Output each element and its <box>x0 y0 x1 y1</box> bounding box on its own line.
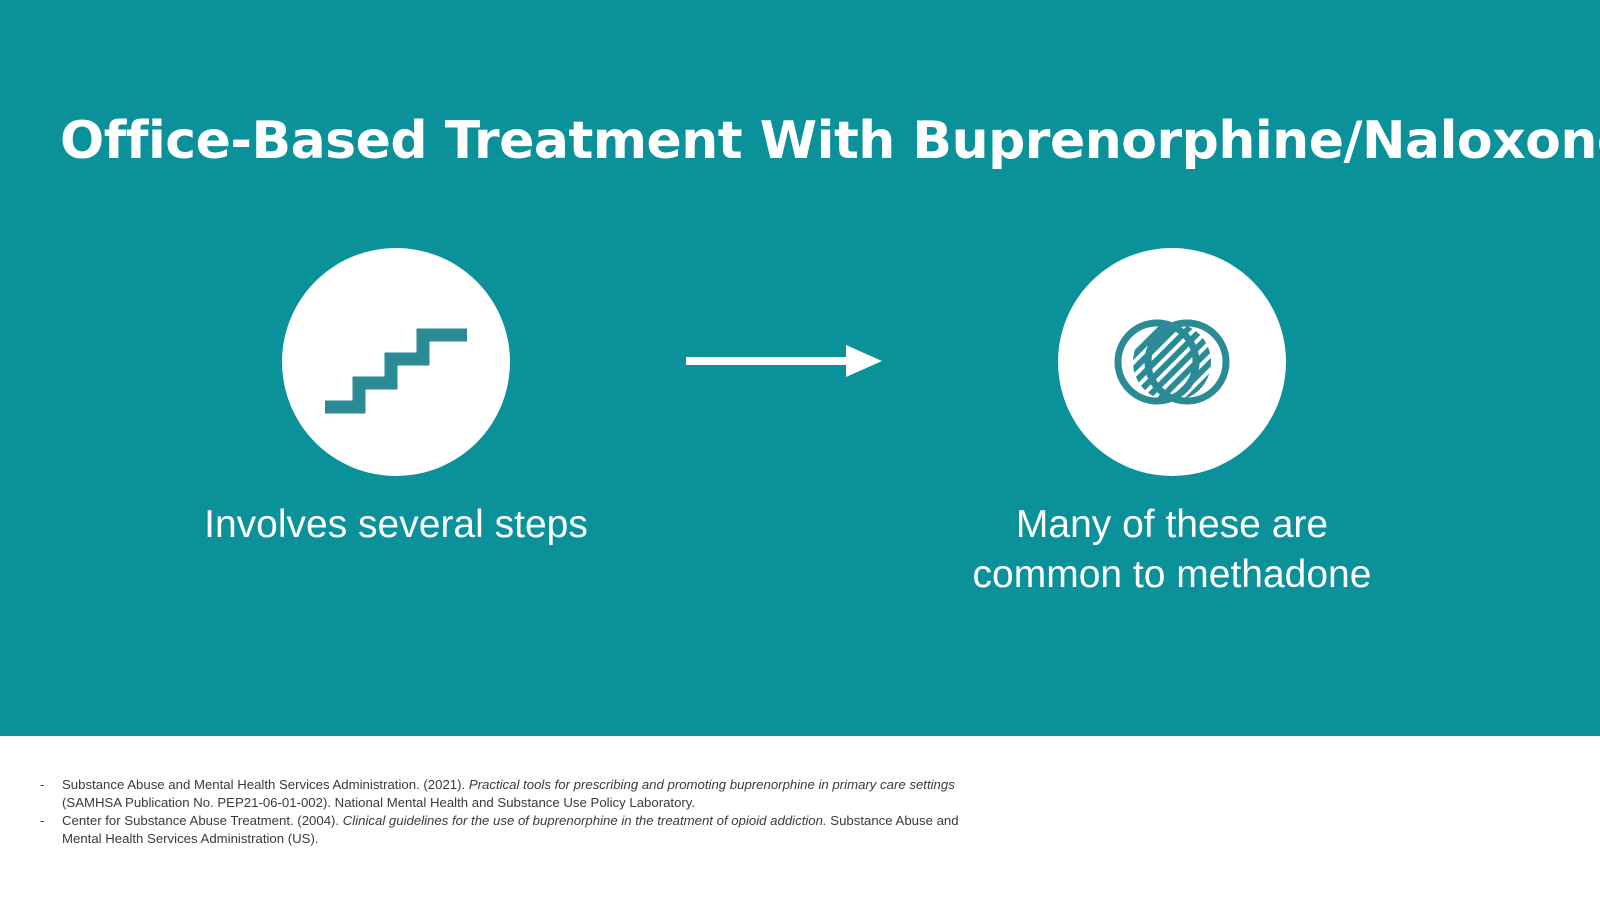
overlap-icon-circle <box>1058 248 1286 476</box>
reference-text: Substance Abuse and Mental Health Servic… <box>62 777 955 810</box>
overlap-caption: Many of these are common to methadone <box>922 500 1422 600</box>
overlap-caption-line-1: Many of these are <box>1015 503 1329 546</box>
reference-text: Center for Substance Abuse Treatment. (2… <box>62 813 959 846</box>
steps-caption: Involves several steps <box>146 500 646 550</box>
steps-icon-circle <box>282 248 510 476</box>
reference-bullet: - <box>40 813 45 829</box>
page-title: Office-Based Treatment With Buprenorphin… <box>60 110 1600 171</box>
arrow-right-icon <box>686 345 882 377</box>
venn-diagram-icon <box>1114 319 1230 405</box>
reference-bullet: - <box>40 777 45 792</box>
flow-connector <box>686 340 882 382</box>
steps-caption-text: Involves several steps <box>204 503 588 546</box>
reference-item: - Center for Substance Abuse Treatment. … <box>40 812 980 847</box>
slide-body: Office-Based Treatment With Buprenorphin… <box>0 0 1600 736</box>
references-list: - Substance Abuse and Mental Health Serv… <box>40 776 980 848</box>
slide-footer: - Substance Abuse and Mental Health Serv… <box>0 736 1600 899</box>
overlap-caption-line-2: common to methadone <box>972 552 1372 596</box>
stairs-icon <box>325 328 467 414</box>
reference-item: - Substance Abuse and Mental Health Serv… <box>40 776 980 811</box>
